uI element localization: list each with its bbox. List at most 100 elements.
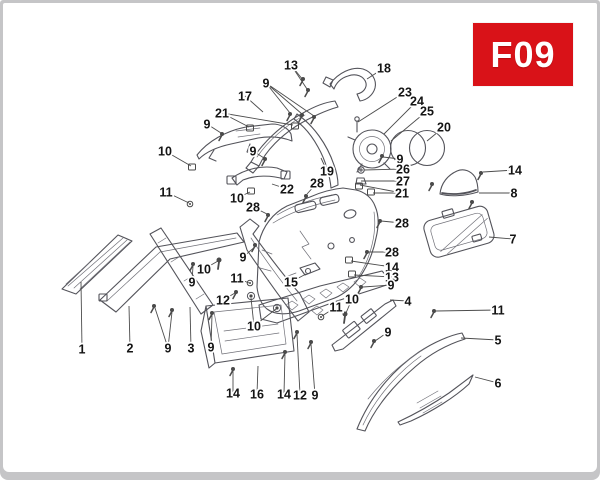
part-label-24: 24: [410, 95, 424, 109]
part-label-21: 21: [215, 107, 229, 121]
part-label-14: 14: [385, 261, 399, 275]
leader-line: [265, 82, 291, 114]
leader-line: [488, 236, 514, 240]
part-label-7: 7: [510, 233, 517, 247]
part-6-side-panel: [397, 374, 474, 426]
leader-line: [206, 123, 222, 134]
part-label-14: 14: [226, 387, 240, 401]
leader-line: [389, 299, 409, 302]
leader-line: [482, 169, 516, 173]
leader-line: [191, 265, 194, 283]
screw-glyph: [468, 199, 475, 210]
part-label-18: 18: [377, 62, 391, 76]
bolt-glyph: [341, 310, 349, 324]
part-label-9: 9: [189, 276, 196, 290]
part-label-3: 3: [188, 342, 195, 356]
part-label-22: 22: [280, 183, 294, 197]
leader-line: [357, 91, 406, 123]
part-label-28: 28: [246, 201, 260, 215]
part-label-14: 14: [277, 388, 291, 402]
leader-line: [271, 183, 288, 190]
leader-line: [244, 95, 264, 113]
leader-line: [362, 284, 392, 288]
part-label-25: 25: [420, 105, 434, 119]
part-label-6: 6: [495, 377, 502, 391]
part-20-ring: [389, 129, 446, 167]
part-label-10: 10: [247, 320, 261, 334]
leader-line: [296, 333, 301, 396]
screw-glyph: [378, 153, 385, 164]
leader-line: [380, 220, 403, 224]
part-label-15: 15: [284, 276, 298, 290]
leader-line: [474, 376, 499, 384]
leader-line: [250, 297, 255, 327]
part-label-26: 26: [396, 163, 410, 177]
leader-line: [221, 112, 250, 128]
part-label-11: 11: [329, 301, 342, 315]
part-label-13: 13: [284, 59, 298, 73]
page-code-text: F09: [490, 33, 556, 75]
leader-line: [189, 306, 192, 349]
page-code-badge: F09: [473, 23, 573, 86]
part-15-bracket: [287, 262, 321, 277]
leader-line: [222, 292, 236, 301]
part-label-1: 1: [79, 343, 86, 357]
part-label-17: 17: [238, 90, 252, 104]
top-cowl-panel: [196, 123, 293, 162]
nut-glyph: [186, 200, 194, 208]
part-1-left-trim-blade: [61, 234, 133, 295]
part-label-2: 2: [127, 342, 134, 356]
part-label-28: 28: [385, 246, 399, 260]
part-label-9: 9: [165, 342, 172, 356]
part-label-11: 11: [491, 304, 504, 318]
leader-line: [350, 260, 393, 268]
leader-line: [165, 191, 190, 204]
screw-glyph: [428, 181, 435, 192]
part-5-side-panel: [356, 332, 466, 432]
part-17-grab-rail: [245, 100, 339, 174]
screw-glyph: [477, 170, 484, 181]
part-label-9: 9: [397, 153, 404, 167]
part-8-cover: [439, 169, 479, 197]
leader-line: [256, 365, 259, 395]
leader-line: [80, 281, 83, 350]
leader-line: [290, 273, 307, 283]
leader-line: [203, 260, 219, 270]
part-19-trim-blade: [293, 113, 339, 189]
parts-artwork: [61, 67, 495, 432]
leader-line: [154, 307, 169, 349]
leader-line: [426, 126, 445, 142]
leader-line: [221, 112, 294, 126]
part-27-grommet: [355, 177, 367, 185]
leader-line: [252, 150, 265, 159]
part-label-9: 9: [250, 145, 257, 159]
part-4-bracket: [331, 299, 397, 352]
part-label-10: 10: [230, 192, 244, 206]
leader-line: [374, 331, 389, 342]
screw-glyph: [430, 308, 437, 319]
leader-line: [321, 306, 337, 317]
part-label-23: 23: [398, 86, 412, 100]
screw-glyph: [229, 366, 236, 377]
part-label-9: 9: [240, 251, 247, 265]
clip-glyph: [367, 188, 375, 196]
part-22-bracket: [226, 166, 291, 186]
leader-line: [383, 100, 418, 135]
part-label-28: 28: [395, 217, 409, 231]
leader-line: [210, 314, 213, 348]
leader-line: [236, 277, 250, 284]
main-tail-fairing: [256, 187, 379, 315]
leader-line: [382, 156, 401, 160]
part-7-plate: [423, 205, 495, 258]
leader-line: [460, 337, 499, 341]
clip-glyph: [345, 256, 353, 264]
leader-line: [242, 245, 257, 258]
leader-line: [306, 182, 318, 195]
screw-glyph: [293, 329, 300, 340]
part-label-9: 9: [204, 118, 211, 132]
screw-glyph: [370, 338, 377, 349]
leader-line: [345, 298, 353, 314]
clip-glyph: [348, 270, 356, 278]
part-label-14: 14: [508, 164, 522, 178]
